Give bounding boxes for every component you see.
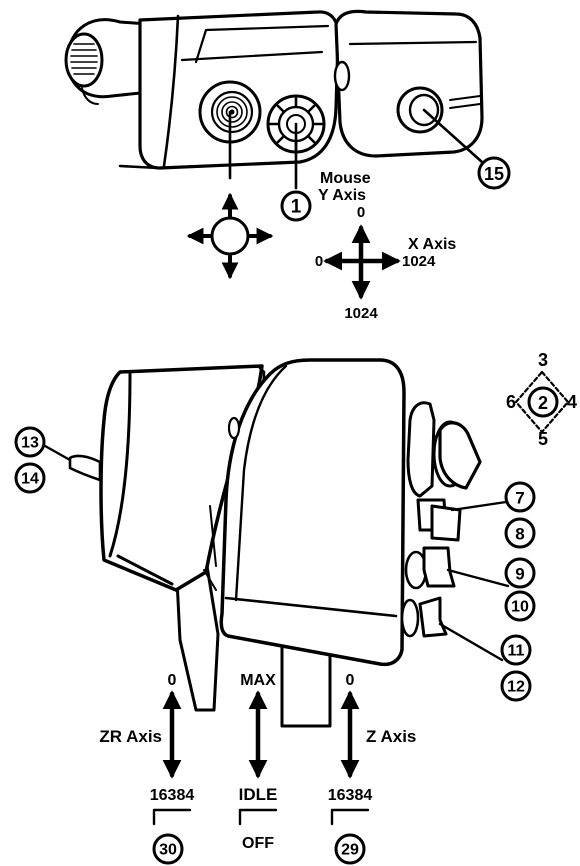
hat-right-label: 4 xyxy=(567,392,577,412)
mouse-x-max-label: 1024 xyxy=(402,253,436,270)
right-lever xyxy=(203,358,406,667)
leader-15 xyxy=(422,108,484,164)
svg-text:8: 8 xyxy=(515,525,524,544)
hat-up-label: 3 xyxy=(538,350,548,370)
svg-text:2: 2 xyxy=(538,393,548,413)
callout-13: 13 xyxy=(14,426,46,458)
button-15-cap xyxy=(396,86,444,134)
svg-text:7: 7 xyxy=(515,489,524,508)
callout-29: 29 xyxy=(334,833,366,865)
throttle-levers-illustration xyxy=(68,358,482,728)
callout-10: 10 xyxy=(504,590,536,622)
z-detent-symbol xyxy=(330,808,370,826)
svg-text:15: 15 xyxy=(484,164,504,184)
mouse-title-line1: Mouse xyxy=(320,170,371,187)
callout-14: 14 xyxy=(14,462,46,494)
z-axis-label: Z Axis xyxy=(366,727,416,746)
z-axis-bottom-label: 16384 xyxy=(328,787,373,804)
right-housing xyxy=(333,9,484,158)
throttle-off-label: OFF xyxy=(242,835,274,852)
svg-text:12: 12 xyxy=(507,679,525,696)
rear-rotary-knob xyxy=(64,18,152,105)
callout-1: 1 xyxy=(280,190,312,222)
throttle-idle-label: IDLE xyxy=(239,785,278,804)
four-way-direction-icon xyxy=(186,192,274,280)
callout-9: 9 xyxy=(504,557,536,589)
callout-30: 30 xyxy=(152,833,184,865)
mouse-y-max-label: 1024 xyxy=(344,305,378,322)
callout-2: 2 xyxy=(527,386,559,418)
throttle-head-illustration xyxy=(64,9,484,170)
zr-axis-top-label: 0 xyxy=(168,672,177,689)
idle-detent-symbol xyxy=(238,808,278,826)
svg-text:13: 13 xyxy=(21,435,39,452)
leader-9-10 xyxy=(446,568,510,588)
svg-text:9: 9 xyxy=(515,565,524,584)
leader-11-12 xyxy=(438,622,504,662)
leader-7-8 xyxy=(450,500,508,512)
mouse-y-min-label: 0 xyxy=(357,204,365,221)
throttle-max-label: MAX xyxy=(240,672,276,689)
zr-axis-label: ZR Axis xyxy=(99,727,162,746)
svg-text:10: 10 xyxy=(511,599,529,616)
callout-12: 12 xyxy=(500,670,532,702)
zr-axis-bottom-label: 16384 xyxy=(150,787,195,804)
svg-text:30: 30 xyxy=(159,842,177,859)
callout-8: 8 xyxy=(504,517,536,549)
hat-direction-diamond xyxy=(514,370,570,434)
svg-text:11: 11 xyxy=(508,643,525,660)
side-controls xyxy=(400,401,482,638)
mouse-x-axis-label: X Axis xyxy=(408,236,456,253)
hat-left-label: 6 xyxy=(506,392,516,412)
callout-7: 7 xyxy=(504,481,536,513)
zr-detent-symbol xyxy=(152,808,192,826)
svg-text:1: 1 xyxy=(291,197,302,218)
mouse-axis-cross xyxy=(323,224,401,300)
hat-down-label: 5 xyxy=(538,429,548,449)
svg-text:14: 14 xyxy=(21,471,39,488)
z-axis-top-label: 0 xyxy=(346,672,355,689)
svg-text:29: 29 xyxy=(341,842,359,859)
mouse-title-line2: Y Axis xyxy=(318,187,366,204)
callout-11: 11 xyxy=(500,634,532,666)
lever-lip-13-14 xyxy=(68,454,102,482)
callout-15: 15 xyxy=(477,156,511,190)
mouse-x-min-label: 0 xyxy=(315,253,323,270)
